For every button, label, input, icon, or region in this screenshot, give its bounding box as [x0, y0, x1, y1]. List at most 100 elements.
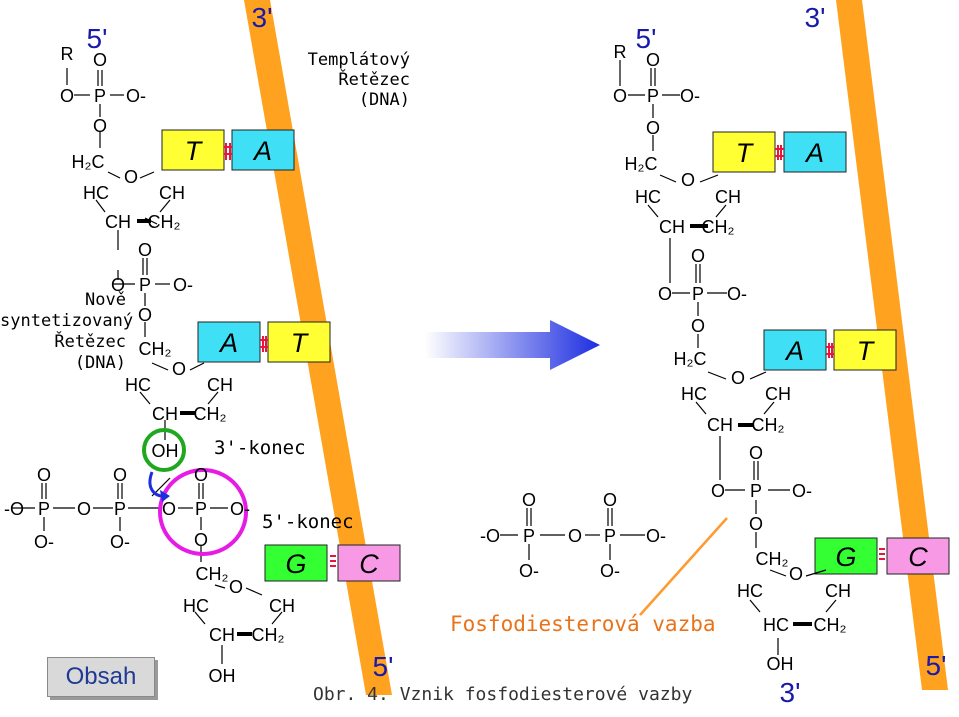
base-C-left: C — [359, 549, 379, 579]
atom-CH2: CH₂ — [702, 217, 735, 237]
strand-ends: 5' 3' 5' 5' 3' 5' 3' — [87, 2, 947, 708]
base-box-C-left — [337, 544, 401, 582]
new-strand-label: Nově syntetizovaný Řetězec (DNA) — [0, 290, 134, 373]
atom-R: R — [61, 44, 74, 64]
atom-O: O — [111, 275, 125, 295]
atom-O-minus: O- — [646, 526, 666, 546]
atom-OH: OH — [152, 441, 179, 461]
base-box-G-right — [814, 537, 878, 575]
bold-bonds-right — [690, 224, 812, 626]
base-letters: T A A T G C T A A T G C — [185, 136, 929, 579]
five-prime-label: 5' — [926, 650, 947, 681]
obsah-button[interactable]: Obsah — [47, 657, 155, 697]
atom-O-minus: O- — [230, 499, 250, 519]
atom-CH2: CH₂ — [752, 415, 785, 435]
atom-HC: HC — [737, 581, 763, 601]
phosphate-highlight-circle — [158, 468, 248, 556]
atom-O: O — [93, 116, 107, 136]
atom-HC: HC — [635, 187, 661, 207]
base-box-T-left — [161, 129, 225, 171]
atom-CH2: CH₂ — [252, 625, 285, 645]
atom-O: O — [162, 499, 176, 519]
atom-O: O — [138, 240, 152, 260]
five-prime-label: 5' — [87, 23, 108, 54]
base-box-A-right — [783, 131, 847, 173]
atom-O-minus: O- — [600, 561, 620, 581]
atom-O-minus: O- — [792, 481, 812, 501]
base-box-A2-right — [763, 329, 827, 371]
atom-CH2: CH₂ — [756, 549, 789, 569]
atom-O-minus: O- — [519, 561, 539, 581]
atom-O-minus: O- — [680, 86, 700, 106]
atom-P: P — [94, 86, 106, 106]
atom-P: P — [750, 481, 762, 501]
atom-minus-O: -O — [4, 499, 24, 519]
atom-CH2: CH₂ — [148, 212, 181, 232]
atom-O: O — [749, 514, 763, 534]
atom-O-minus: O- — [173, 275, 193, 295]
atom-O: O — [522, 490, 536, 510]
atom-HC: HC — [83, 183, 109, 203]
atom-O: O — [691, 316, 705, 336]
bold-bonds-left — [137, 219, 252, 636]
atom-O: O — [691, 246, 705, 266]
base-T-left: T — [185, 136, 204, 166]
atom-CH: CH — [209, 625, 235, 645]
atom-CH: CH — [159, 183, 185, 203]
atom-OH: OH — [767, 654, 794, 674]
atom-O: O — [731, 368, 745, 388]
base-T-right: T — [736, 138, 755, 168]
base-A2-right: A — [784, 336, 804, 366]
oh-highlight-circle — [142, 428, 186, 472]
atom-O-minus: O- — [110, 532, 130, 552]
atom-CH: CH — [707, 415, 733, 435]
three-prime-label: 3' — [780, 677, 801, 708]
atom-CH2: CH₂ — [814, 615, 847, 635]
atom-OH: OH — [209, 666, 236, 686]
atom-P: P — [195, 499, 207, 519]
atom-P: P — [647, 86, 659, 106]
atom-CH2: CH₂ — [194, 404, 227, 424]
atom-HC: HC — [183, 596, 209, 616]
base-box-A-left — [231, 129, 295, 171]
atom-O: O — [646, 50, 660, 70]
base-box-C-right — [886, 537, 950, 575]
hydrogen-bonds — [224, 143, 885, 567]
atom-CH: CH — [269, 596, 295, 616]
atom-O: O — [749, 443, 763, 463]
atom-O: O — [646, 118, 660, 138]
atom-O: O — [681, 170, 695, 190]
atom-O: O — [172, 359, 186, 379]
atom-O: O — [711, 481, 725, 501]
atom-CH: CH — [825, 581, 851, 601]
atom-CH: CH — [207, 375, 233, 395]
atom-O: O — [93, 50, 107, 70]
atom-CH: CH — [765, 384, 791, 404]
fosfodiester-pointer — [639, 517, 728, 616]
atom-HC: HC — [125, 375, 151, 395]
base-C-right: C — [908, 542, 928, 572]
base-box-T2-left — [267, 321, 331, 363]
atom-O: O — [229, 577, 243, 597]
atom-P: P — [604, 526, 616, 546]
atom-O: O — [603, 490, 617, 510]
base-box-A2-left — [197, 321, 261, 363]
three-prime-end-label: 3'-konec — [214, 437, 306, 459]
atom-O: O — [613, 86, 627, 106]
atom-O: O — [37, 465, 51, 485]
three-prime-label: 3' — [805, 2, 826, 33]
atom-O-minus: O- — [727, 284, 747, 304]
atom-H2C: H₂C — [625, 154, 658, 174]
atom-H2C: H₂C — [72, 152, 105, 172]
atom-R: R — [614, 42, 627, 62]
atom-O: O — [789, 564, 803, 584]
atom-O-minus: O- — [126, 86, 146, 106]
figure-caption: Obr. 4. Vznik fosfodiesterové vazby — [313, 684, 693, 705]
template-strand-label: Templátový Řetězec (DNA) — [307, 50, 410, 110]
atom-O: O — [124, 167, 138, 187]
base-A2-left: A — [218, 328, 238, 358]
atom-minus-O: -O — [480, 526, 500, 546]
atoms-right: R O O P O- O H₂C O HC CH CH CH₂ O O P O-… — [480, 42, 851, 674]
atom-O: O — [138, 305, 152, 325]
